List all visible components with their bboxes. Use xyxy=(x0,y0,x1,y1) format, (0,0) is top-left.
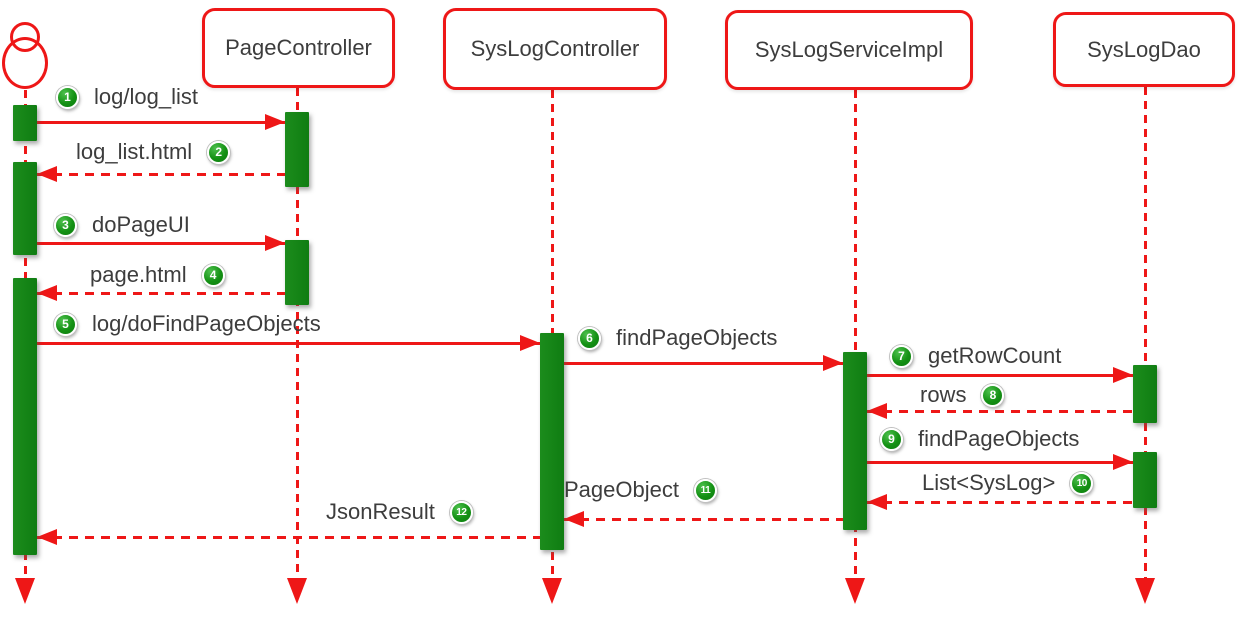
message-label-9: findPageObjects xyxy=(918,426,1080,451)
message-number-badge-6: 6 xyxy=(578,326,601,350)
message-number-badge-1: 1 xyxy=(56,85,79,109)
message-arrowhead-icon-4 xyxy=(37,285,57,301)
lifeline-end-arrow-icon-syslog_service_impl xyxy=(845,578,865,604)
message-label-1: log/log_list xyxy=(94,84,198,109)
message-number-badge-5: 5 xyxy=(54,312,77,336)
participant-box-syslog_service_impl: SysLogServiceImpl xyxy=(725,10,973,90)
participant-box-syslog_controller: SysLogController xyxy=(443,8,667,90)
lifeline-end-arrow-icon-syslog_dao xyxy=(1135,578,1155,604)
message-number-badge-10: 10 xyxy=(1070,471,1094,495)
activation-bar-page_controller-1 xyxy=(285,112,309,187)
actor-body-circle xyxy=(2,37,48,89)
message-line-5 xyxy=(37,341,540,345)
activation-bar-syslog_service_impl-1 xyxy=(843,352,867,530)
message-number-badge-7: 7 xyxy=(890,344,913,368)
participant-box-page_controller: PageController xyxy=(202,8,395,88)
message-line-8 xyxy=(867,409,1133,413)
message-number-badge-3: 3 xyxy=(54,213,77,237)
message-label-11: PageObject xyxy=(564,477,679,502)
message-label-row-8: rows 8 xyxy=(920,382,1005,408)
message-label-row-11: PageObject 11 xyxy=(564,477,717,503)
message-number-badge-12: 12 xyxy=(449,500,473,524)
message-line-10 xyxy=(867,500,1133,504)
participant-box-syslog_dao: SysLogDao xyxy=(1053,12,1235,87)
activation-bar-actor-3 xyxy=(13,278,37,555)
participant-label: SysLogController xyxy=(470,36,640,61)
activation-bar-page_controller-2 xyxy=(285,240,309,305)
message-label-7: getRowCount xyxy=(928,343,1062,368)
message-arrowhead-icon-6 xyxy=(823,355,843,371)
message-arrowhead-icon-1 xyxy=(265,114,285,130)
message-label-row-12: JsonResult 12 xyxy=(326,499,473,525)
message-label-row-1: 1 log/log_list xyxy=(56,84,198,110)
participant-label: SysLogDao xyxy=(1087,36,1201,62)
message-label-12: JsonResult xyxy=(326,499,435,524)
message-label-8: rows xyxy=(920,382,967,407)
participant-label: SysLogServiceImpl xyxy=(754,37,944,62)
activation-bar-syslog_controller-1 xyxy=(540,333,564,550)
activation-bar-actor-1 xyxy=(13,105,37,141)
message-label-row-5: 5 log/doFindPageObjects xyxy=(54,311,321,337)
message-line-7 xyxy=(867,373,1133,377)
lifeline-end-arrow-icon-syslog_controller xyxy=(542,578,562,604)
message-label-row-4: page.html 4 xyxy=(90,262,225,288)
message-number-badge-8: 8 xyxy=(981,383,1005,407)
message-arrowhead-icon-12 xyxy=(37,529,57,545)
message-arrowhead-icon-5 xyxy=(520,335,540,351)
actor-icon xyxy=(0,0,60,95)
message-line-3 xyxy=(37,241,285,245)
message-label-row-3: 3 doPageUI xyxy=(54,212,190,238)
message-arrowhead-icon-2 xyxy=(37,166,57,182)
lifeline-syslog_service_impl xyxy=(853,90,857,578)
message-label-row-7: 7 getRowCount xyxy=(890,343,1061,369)
activation-bar-syslog_dao-1 xyxy=(1133,365,1157,423)
message-label-row-2: log_list.html 2 xyxy=(76,139,231,165)
message-label-5: log/doFindPageObjects xyxy=(92,311,321,336)
message-arrowhead-icon-8 xyxy=(867,403,887,419)
message-label-4: page.html xyxy=(90,262,187,287)
lifeline-end-arrow-icon-actor xyxy=(15,578,35,604)
message-number-badge-9: 9 xyxy=(880,427,903,451)
message-arrowhead-icon-10 xyxy=(867,494,887,510)
message-arrowhead-icon-9 xyxy=(1113,454,1133,470)
message-line-2 xyxy=(37,172,285,176)
message-arrowhead-icon-3 xyxy=(265,235,285,251)
message-line-11 xyxy=(564,517,843,521)
activation-bar-actor-2 xyxy=(13,162,37,255)
message-label-2: log_list.html xyxy=(76,139,193,164)
message-label-6: findPageObjects xyxy=(616,325,778,350)
message-number-badge-4: 4 xyxy=(201,263,225,287)
lifeline-end-arrow-icon-page_controller xyxy=(287,578,307,604)
message-label-3: doPageUI xyxy=(92,212,190,237)
message-label-row-6: 6 findPageObjects xyxy=(578,325,777,351)
lifeline-syslog_dao xyxy=(1143,87,1147,578)
message-label-row-9: 9 findPageObjects xyxy=(880,426,1079,452)
message-number-badge-2: 2 xyxy=(207,140,231,164)
message-line-6 xyxy=(564,361,843,365)
message-arrowhead-icon-7 xyxy=(1113,367,1133,383)
message-line-9 xyxy=(867,460,1133,464)
participant-label: PageController xyxy=(225,35,372,60)
message-label-10: List<SysLog> xyxy=(922,470,1056,495)
lifeline-page_controller xyxy=(295,88,299,578)
message-label-row-10: List<SysLog> 10 xyxy=(922,470,1094,496)
message-arrowhead-icon-11 xyxy=(564,511,584,527)
activation-bar-syslog_dao-2 xyxy=(1133,452,1157,508)
message-line-12 xyxy=(37,535,540,539)
message-number-badge-11: 11 xyxy=(693,478,717,502)
message-line-4 xyxy=(37,291,285,295)
message-line-1 xyxy=(37,120,285,124)
